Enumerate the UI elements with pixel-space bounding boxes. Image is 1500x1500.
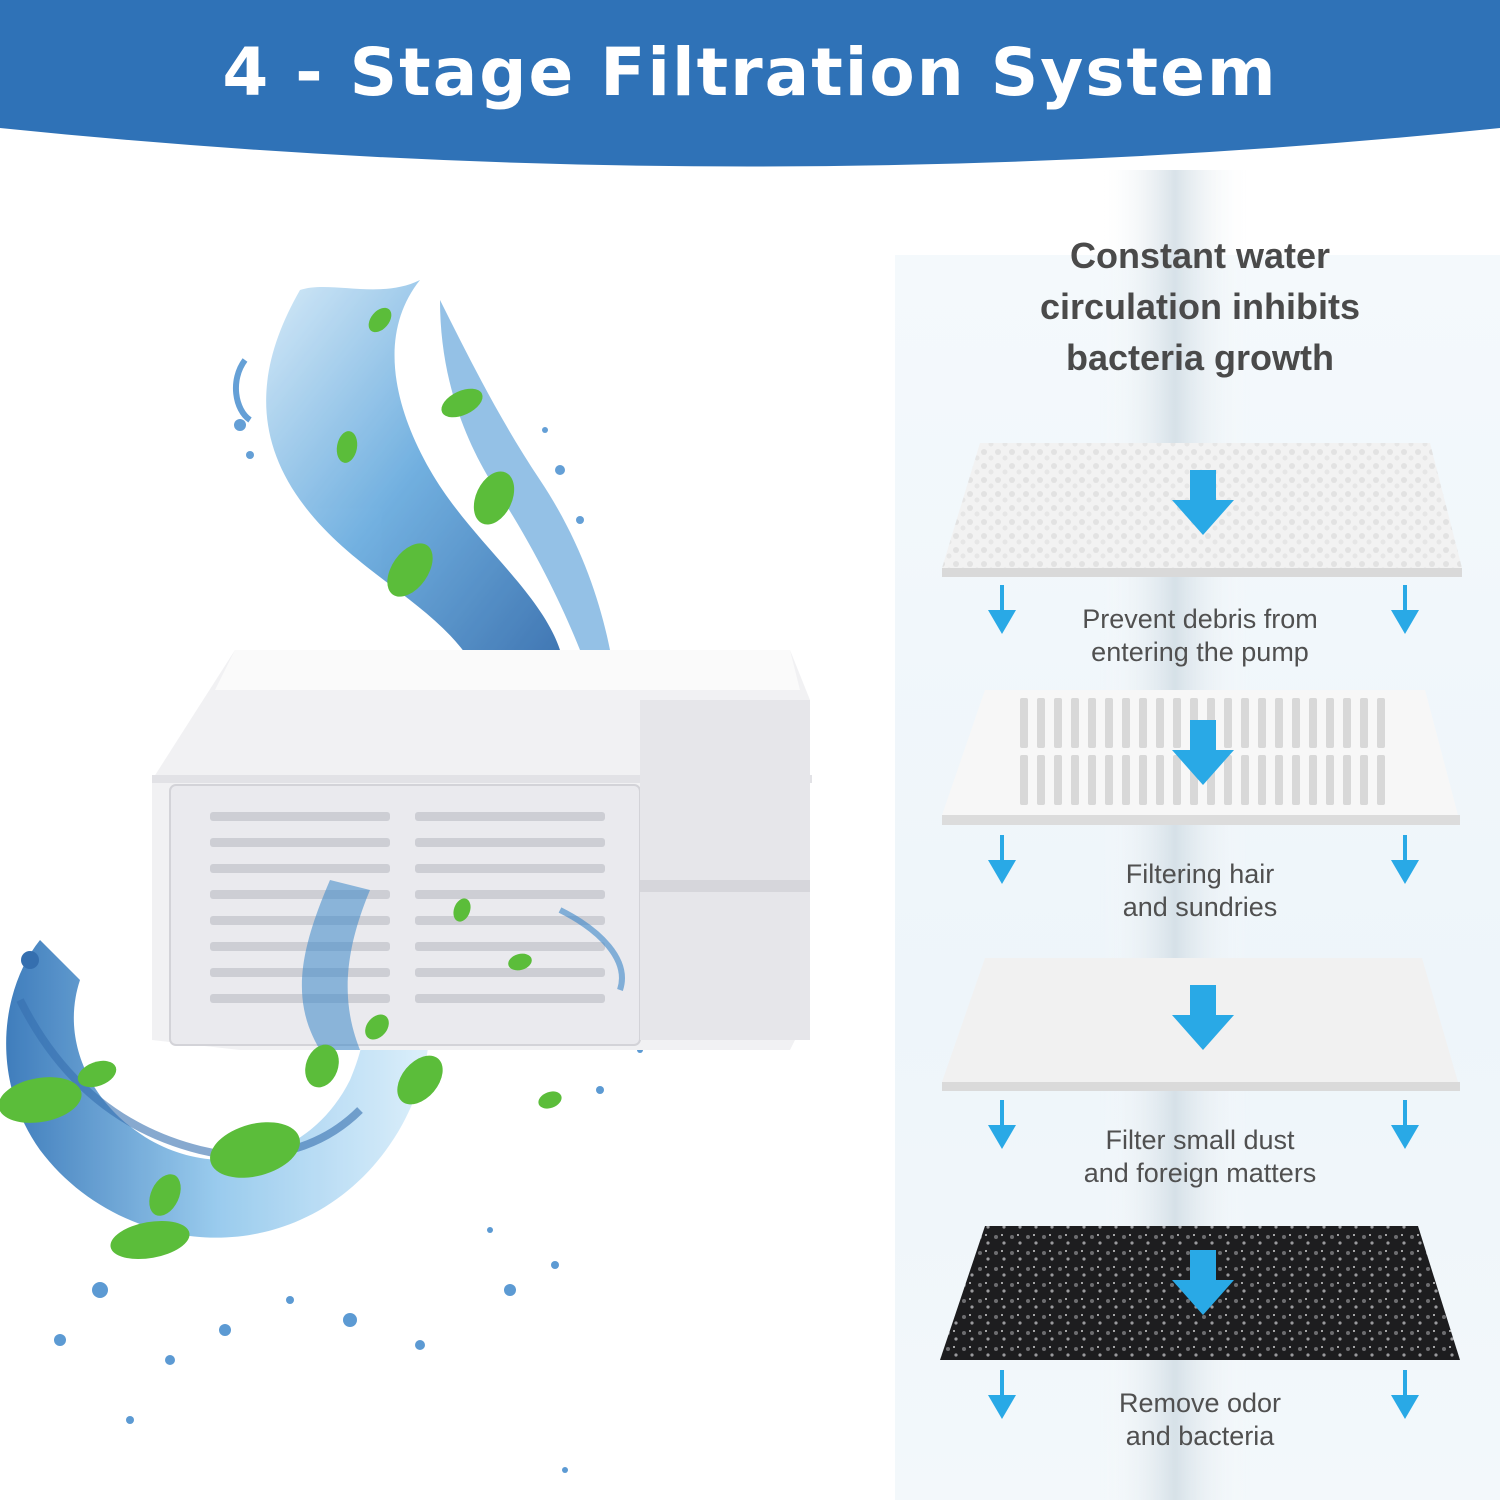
header-banner: 4 - Stage Filtration System (0, 0, 1500, 180)
grid-slot (1054, 755, 1062, 805)
stage-caption-line: and sundries (1122, 892, 1278, 922)
grid-slot (1275, 698, 1283, 748)
circulation-heading: Constant water circulation inhibits bact… (900, 230, 1500, 383)
water-through-filter (301, 880, 370, 1050)
grid-slot (1156, 698, 1164, 748)
grid-slot (1088, 755, 1096, 805)
grid-slot (1360, 698, 1368, 748)
grid-slot (1326, 755, 1334, 805)
grid-slot (1343, 698, 1351, 748)
grid-slot (1088, 698, 1096, 748)
circulation-heading-line: bacteria growth (1065, 337, 1335, 378)
grid-slot (1377, 698, 1385, 748)
grid-slot (1258, 698, 1266, 748)
green-leaves (0, 307, 562, 1260)
grid-slot (1292, 698, 1300, 748)
stage-4-caption: Remove odor and bacteria (960, 1387, 1440, 1453)
side-flow-arrows (988, 585, 1419, 1419)
grid-slot (1122, 755, 1130, 805)
water-splash-upper (232, 280, 610, 660)
grid-slot (1105, 755, 1113, 805)
grid-slot (1020, 755, 1028, 805)
grid-slot (1241, 698, 1249, 748)
stage-caption-line: Filtering hair (1125, 859, 1275, 889)
stage-caption-line: and foreign matters (1083, 1158, 1317, 1188)
stage-3-caption: Filter small dust and foreign matters (960, 1124, 1440, 1190)
grid-slot (1173, 755, 1181, 805)
grid-slot (1309, 755, 1317, 805)
stage-1-caption: Prevent debris from entering the pump (960, 603, 1440, 669)
stage-caption-line: entering the pump (1091, 637, 1309, 667)
grid-slot (1343, 755, 1351, 805)
grid-slot (1275, 755, 1283, 805)
grid-slot (1241, 755, 1249, 805)
page-title: 4 - Stage Filtration System (222, 34, 1278, 111)
grid-slot (1037, 698, 1045, 748)
grid-slot (1037, 755, 1045, 805)
header-curve (0, 0, 1500, 167)
grid-slot (1139, 755, 1147, 805)
grid-slot (1326, 698, 1334, 748)
grid-slot (1224, 698, 1232, 748)
stage-caption-line: Remove odor (1118, 1388, 1282, 1418)
filter-cartridge-illustration (0, 280, 812, 1473)
grid-slot (1071, 698, 1079, 748)
grid-slot (1054, 698, 1062, 748)
stage-caption-line: Filter small dust (1105, 1125, 1295, 1155)
grid-slot (1105, 698, 1113, 748)
grid-slot (1309, 698, 1317, 748)
grid-slot (1156, 755, 1164, 805)
circulation-heading-line: Constant water (1069, 235, 1331, 276)
stage-caption-line: and bacteria (1125, 1421, 1275, 1451)
grid-slot (1360, 755, 1368, 805)
grid-slot (1139, 698, 1147, 748)
grid-slot (1020, 698, 1028, 748)
grid-slot (1122, 698, 1130, 748)
circulation-heading-line: circulation inhibits (1039, 286, 1361, 327)
center-flow-arrows (1172, 470, 1234, 1315)
grid-slot (1377, 755, 1385, 805)
grid-slot (1071, 755, 1079, 805)
stage-caption-line: Prevent debris from (1082, 604, 1318, 634)
stage-2-caption: Filtering hair and sundries (960, 858, 1440, 924)
grid-slot (1224, 755, 1232, 805)
grid-slot (1173, 698, 1181, 748)
grid-slot (1292, 755, 1300, 805)
grid-slot (1258, 755, 1266, 805)
